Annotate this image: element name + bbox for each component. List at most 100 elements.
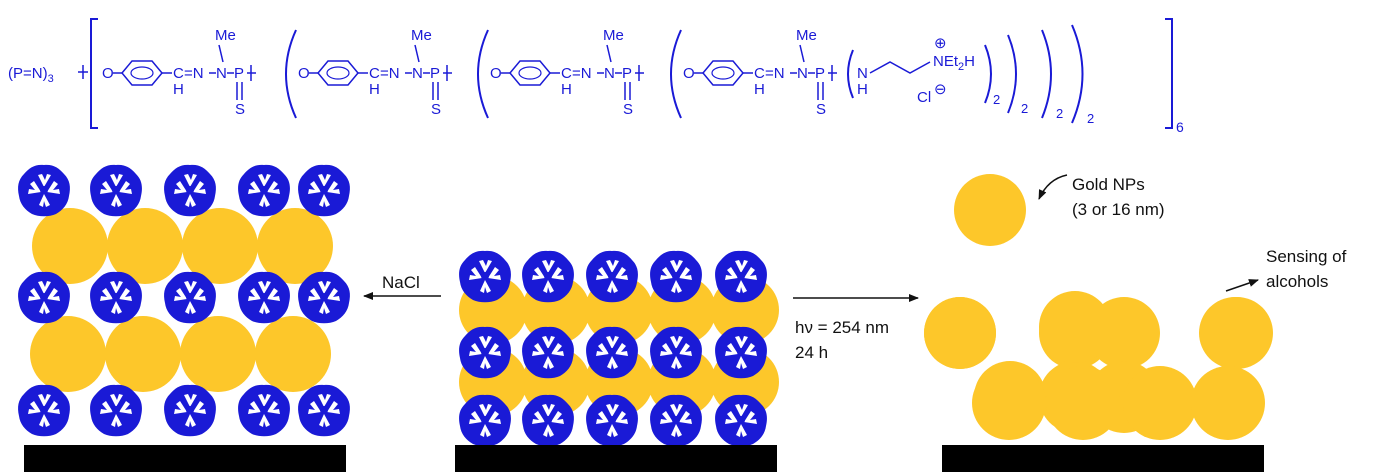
imine-carbon: C: [561, 65, 572, 82]
panel-nacl-multilayer: [18, 164, 350, 472]
benzene-ring: [121, 60, 163, 86]
methyl-label: Me: [796, 27, 817, 44]
svg-text:NEt2H: NEt2H: [933, 53, 975, 73]
oxygen-atom: O: [298, 65, 310, 82]
dendrimer-icon: [164, 164, 216, 217]
dendrimer-icon: [90, 384, 142, 437]
gold-nanoparticle: [107, 208, 183, 284]
dendrimer-icon: [586, 326, 638, 379]
imine-carbon: C: [369, 65, 380, 82]
repeat-subscript: 2: [1087, 111, 1094, 126]
gold-nanoparticle: [924, 297, 996, 369]
gold-np-callout: Gold NPs (3 or 16 nm): [1038, 174, 1165, 219]
gold-nanoparticle: [257, 208, 333, 284]
gold-nanoparticle: [180, 316, 256, 392]
imine-n-equals: =N: [184, 65, 204, 82]
sensing-label: Sensing of: [1266, 247, 1347, 266]
phosphorus-atom: P: [622, 65, 632, 82]
gold-nanoparticle: [972, 366, 1046, 440]
dendrimer-icon: [522, 250, 574, 303]
dendrimer-icon: [715, 250, 767, 303]
dendrimer-icon: [18, 271, 70, 324]
gold-nanoparticle: [1191, 366, 1265, 440]
dendrimer-icon: [238, 164, 290, 217]
paren-open: [847, 49, 854, 99]
gold-nanoparticle: [32, 208, 108, 284]
plus-charge: ⊕: [934, 35, 947, 52]
dendrimer-icon: [298, 271, 350, 324]
gold-label: Gold NPs: [1072, 175, 1145, 194]
gold-nanoparticle: [105, 316, 181, 392]
gold-size-label: (3 or 16 nm): [1072, 200, 1165, 219]
paren-open: [477, 29, 489, 119]
gold-nanoparticle: [1046, 366, 1120, 440]
panel-gold-film: [924, 174, 1273, 472]
minus-charge: ⊖: [934, 81, 947, 98]
paren-close: [1041, 29, 1052, 119]
substrate: [942, 445, 1264, 472]
sulfur-atom: S: [816, 101, 826, 118]
dendrimer-icon: [90, 271, 142, 324]
imine-n-equals: =N: [380, 65, 400, 82]
substrate: [24, 445, 346, 472]
benzene-ring: [317, 60, 359, 86]
dendrimer-icon: [18, 164, 70, 217]
amine-h: H: [857, 81, 868, 98]
substrate: [455, 445, 777, 472]
dendrimer-icon: [238, 384, 290, 437]
dendrimer-icon: [715, 394, 767, 447]
paren-open: [285, 29, 297, 119]
dendrimer-icon: [650, 394, 702, 447]
paren-close: [1007, 34, 1017, 114]
benzene-ring: [702, 60, 744, 86]
dendrimer-icon: [298, 384, 350, 437]
methyl-label: Me: [215, 27, 236, 44]
dendrimer-icon: [522, 394, 574, 447]
dendrimer-icon: [650, 326, 702, 379]
uv-arrow: hν = 254 nm 24 h: [793, 294, 919, 362]
generation-subscript: 6: [1176, 119, 1184, 135]
hydrazone-n: N: [604, 65, 615, 82]
nacl-label: NaCl: [382, 273, 420, 292]
hydrazone-n: N: [216, 65, 227, 82]
paren-close: [984, 44, 992, 104]
phosphorus-atom: P: [815, 65, 825, 82]
dendrimer-icon: [715, 326, 767, 379]
gold-nanoparticle: [1039, 291, 1111, 363]
svg-text:(P=N)3: (P=N)3: [8, 65, 54, 85]
oxygen-atom: O: [490, 65, 502, 82]
oxygen-atom: O: [683, 65, 695, 82]
gold-nanoparticle: [1123, 366, 1197, 440]
sulfur-atom: S: [235, 101, 245, 118]
phosphorus-atom: P: [234, 65, 244, 82]
dendrimer-icon: [650, 250, 702, 303]
imine-carbon: C: [173, 65, 184, 82]
oxygen-atom: O: [102, 65, 114, 82]
imine-n-equals: =N: [572, 65, 592, 82]
dendrimer-icon: [18, 384, 70, 437]
chloride-label: Cl: [917, 89, 931, 106]
imine-hydrogen: H: [173, 81, 184, 98]
repeat-unit: O CH=N N MeP S: [102, 27, 256, 118]
benzene-ring: [509, 60, 551, 86]
sensing-callout: Sensing of alcohols: [1225, 247, 1347, 292]
uv-label: hν = 254 nm: [795, 318, 889, 337]
paren-open: [670, 29, 682, 119]
time-label: 24 h: [795, 343, 828, 362]
core-label: (P=N): [8, 65, 48, 82]
amine-n: N: [857, 65, 868, 82]
dendrimer-icon: [298, 164, 350, 217]
dendrimer-icon: [459, 394, 511, 447]
dendrimer-icon: [164, 271, 216, 324]
phosphorus-atom: P: [430, 65, 440, 82]
bracket-open-left: [90, 18, 98, 129]
dendrimer-icon: [586, 394, 638, 447]
nacl-arrow: NaCl: [363, 273, 441, 300]
dendrimer-icon: [459, 326, 511, 379]
repeat-subscript: 2: [993, 92, 1000, 107]
